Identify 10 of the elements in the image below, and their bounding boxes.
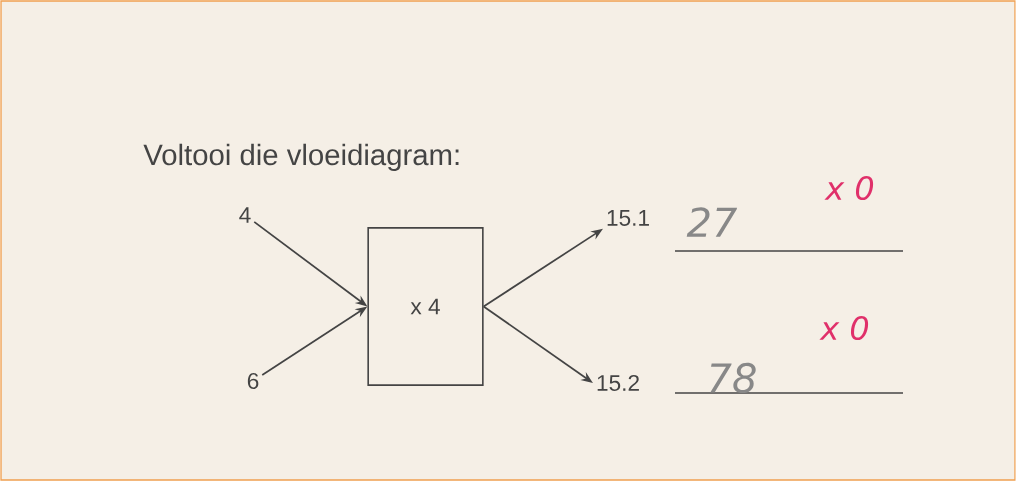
operation-box: x 4: [367, 227, 484, 386]
grading-mark: x 0: [819, 315, 869, 341]
number-label: 6: [247, 372, 259, 389]
grading-mark: x 0: [824, 175, 874, 201]
handwritten-answer: 78: [710, 362, 756, 394]
number-label: 4: [239, 207, 251, 223]
handwritten-answer: 27: [686, 207, 738, 237]
output-label: 15.2: [597, 374, 639, 392]
output-label: 15.1: [607, 210, 649, 226]
title: Voltooi die vloeidiagram:: [143, 143, 459, 172]
